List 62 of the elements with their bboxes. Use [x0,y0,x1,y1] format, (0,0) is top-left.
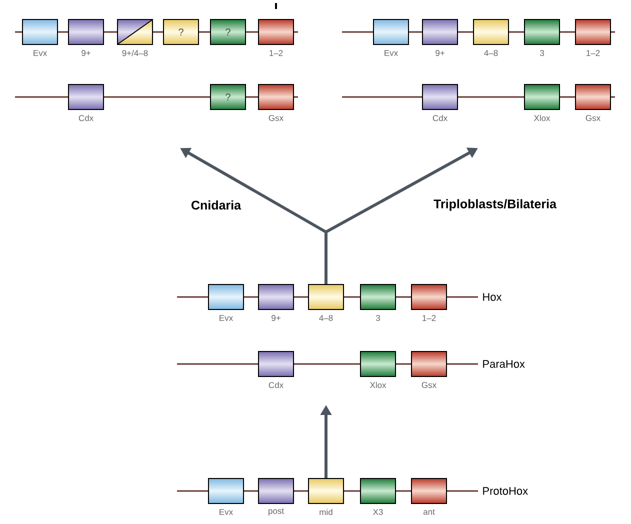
gene-box [411,351,447,377]
gene-name: Evx [220,315,233,321]
gene-box [473,19,509,45]
gene-box [258,478,294,504]
gene-name: Xlox [534,114,550,122]
gene-box [208,478,244,504]
gene-box: ? [210,84,246,110]
gene-box [411,284,447,310]
gene-name: Cdx [78,114,94,122]
edge-label: Cnidaria [190,199,242,211]
gene-box [411,478,447,504]
gene-name: 9+/4–8 [122,50,148,56]
gene-box [373,19,409,45]
gene-box [524,84,560,110]
gene-box [360,478,396,504]
gene-name: 4–8 [319,315,333,321]
gene-box [117,19,153,45]
gene-box: ? [163,19,199,45]
gene-box [422,19,458,45]
gene-name: 9+ [272,315,280,321]
gene-box [360,284,396,310]
gene-box: ? [210,19,246,45]
cluster-label: ParaHox [483,360,525,368]
gene-box [68,19,104,45]
gene-name: post [268,508,284,516]
gene-name: Gsx [268,115,284,121]
gene-name: Evx [220,509,233,515]
edge-label: Triploblasts/Bilateria [432,198,558,212]
cluster-label: Hox [483,293,502,301]
gene-box [575,19,611,45]
gene-name: 1–2 [270,50,283,56]
gene-box [524,19,560,45]
gene-name: mid [320,508,332,516]
gene-box [258,19,294,45]
gene-box [68,84,104,110]
gene-name: 3 [376,315,380,321]
gene-box [422,84,458,110]
gene-name: Cdx [432,114,448,122]
gene-box [258,351,294,377]
gene-box [360,351,396,377]
gene-name: ant [423,509,435,515]
gene-box [258,84,294,110]
gene-name: 3 [540,50,544,56]
gene-box [308,284,344,310]
gene-box [208,284,244,310]
gene-name: 9+ [436,50,444,56]
cluster-label: ProtoHox [483,487,528,495]
gene-name: Gsx [422,382,436,388]
gene-name: Evx [384,50,398,56]
gene-name: Xlox [370,382,386,388]
gene-name: Cdx [268,382,284,388]
gene-name: Gsx [586,115,600,121]
gene-name: 9+ [82,50,90,56]
gene-name: 4–8 [484,50,498,56]
gene-box [575,84,611,110]
gene-box [308,478,344,504]
gene-name: Evx [34,50,47,56]
gene-box [22,19,58,45]
gene-name: X3 [373,509,383,515]
gene-box [258,284,294,310]
gene-name: 1–2 [422,315,436,321]
gene-name: 1–2 [586,50,600,56]
